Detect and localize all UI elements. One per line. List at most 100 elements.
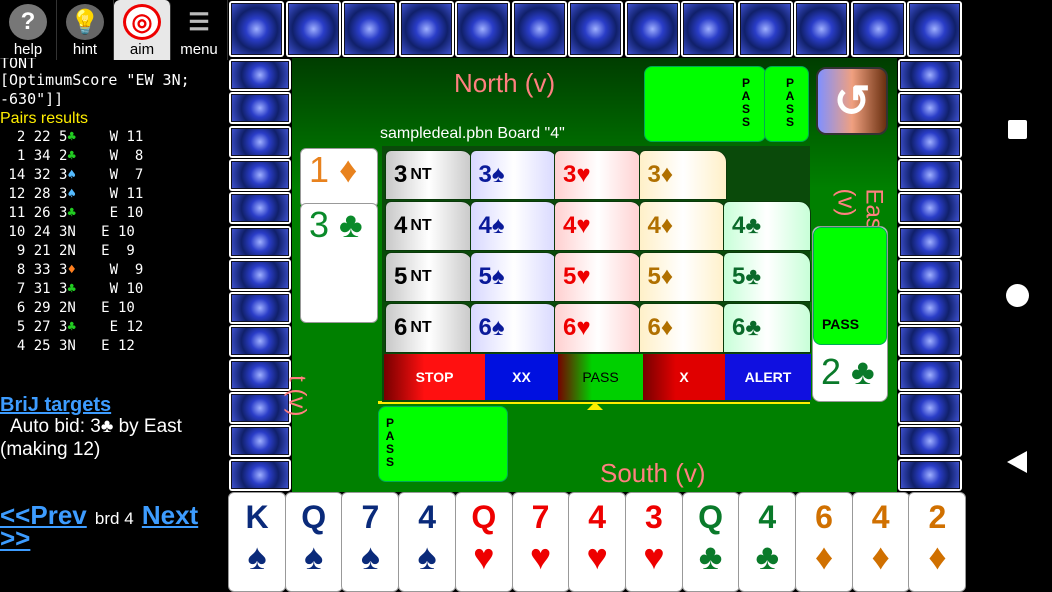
- strain-heart-icon: ♥: [576, 263, 591, 290]
- card-rank: 4: [588, 499, 607, 535]
- toolbar-help-button[interactable]: ?help: [0, 0, 57, 60]
- bid-5spade-button[interactable]: 5♠: [469, 252, 558, 302]
- strain-diamond-icon: ♦: [660, 314, 674, 341]
- hand-card[interactable]: Q♥: [454, 492, 513, 592]
- hand-card[interactable]: 6♦: [795, 492, 853, 592]
- hand-card[interactable]: Q♠: [284, 492, 343, 592]
- card-rank: Q: [698, 499, 724, 535]
- pairs-result-row: 5 27 3♣ E 12: [0, 318, 228, 337]
- bid-level: 5: [732, 263, 746, 290]
- bid-4club-button[interactable]: 4♣: [723, 201, 811, 251]
- bid-level: 5: [394, 263, 408, 290]
- bid-6diamond-button[interactable]: 6♦: [638, 303, 727, 353]
- pairs-result-row: 11 26 3♣ E 10: [0, 204, 228, 223]
- next-board-link[interactable]: Next: [141, 500, 199, 530]
- card-rank: 4: [758, 499, 777, 535]
- toolbar: ?help💡hint◎aim☰menu: [0, 0, 228, 60]
- toolbar-hint-button[interactable]: 💡hint: [57, 0, 114, 60]
- south-label[interactable]: South (v): [600, 458, 706, 488]
- strain-club-icon: ♣: [745, 212, 762, 239]
- hand-card[interactable]: K♠: [228, 492, 286, 592]
- recents-icon[interactable]: [1008, 120, 1027, 139]
- hand-card[interactable]: 4♣: [738, 492, 797, 592]
- result-declarer-tricks: W 9: [75, 262, 144, 278]
- result-pair: 7 31 3: [0, 281, 68, 297]
- undo-icon[interactable]: ↺: [816, 67, 888, 135]
- strain-spade-icon: ♠: [491, 161, 505, 188]
- toolbar-label: aim: [129, 41, 155, 58]
- west-card-back: [229, 192, 291, 225]
- bid-level: 3: [394, 161, 408, 188]
- hand-card[interactable]: 4♦: [851, 492, 910, 592]
- bid-pass-button[interactable]: PASS: [558, 354, 643, 400]
- west-played-card: 3 ♣: [300, 203, 378, 323]
- result-pair: 5 27 3: [0, 319, 68, 335]
- club-green-icon: ♣: [67, 205, 76, 221]
- west-card-back: [229, 225, 291, 258]
- bid-xx-button[interactable]: XX: [485, 354, 558, 400]
- west-card-back: [229, 358, 291, 391]
- hand-card[interactable]: 2♦: [908, 492, 967, 592]
- result-pair: 4 25 3N: [0, 338, 76, 354]
- toolbar-aim-button[interactable]: ◎aim: [114, 0, 171, 60]
- pairs-result-row: 6 29 2N E 10: [0, 299, 228, 318]
- west-card-back: [229, 425, 291, 458]
- north-card-back: [737, 1, 793, 57]
- toolbar-menu-button[interactable]: ☰menu: [171, 0, 228, 60]
- bid-3diamond-button[interactable]: 3♦: [638, 150, 727, 200]
- bid-level: 5: [563, 263, 577, 290]
- back-icon[interactable]: [1007, 451, 1027, 473]
- home-icon[interactable]: [1006, 284, 1029, 307]
- west-card-back: [229, 59, 291, 91]
- next-board-arrows[interactable]: >>: [0, 523, 31, 553]
- west-card-back: [229, 325, 291, 358]
- east-card-back: [898, 59, 962, 91]
- bid-6spade-button[interactable]: 6♠: [469, 303, 558, 353]
- bid-level: 4: [563, 212, 577, 239]
- hand-card[interactable]: 4♥: [568, 492, 627, 592]
- bid-stop-button[interactable]: STOP: [384, 354, 485, 400]
- bid-alert-button[interactable]: ALERT: [725, 354, 811, 400]
- hand-card[interactable]: 4♠: [398, 492, 457, 592]
- strain-spade-icon: ♠: [491, 212, 505, 239]
- result-pair: 6 29 2N: [0, 300, 76, 316]
- hand-card[interactable]: 7♠: [341, 492, 400, 592]
- target-icon: ◎: [123, 4, 161, 40]
- club-icon: ♣: [755, 536, 780, 577]
- strain-nt: NT: [410, 217, 432, 234]
- hand-card[interactable]: 3♥: [624, 492, 683, 592]
- bid-5heart-button[interactable]: 5♥: [554, 252, 642, 302]
- bid-6heart-button[interactable]: 6♥: [554, 303, 642, 353]
- bid-3spade-button[interactable]: 3♠: [469, 150, 558, 200]
- bid-level: 4: [478, 212, 492, 239]
- brij-targets-link[interactable]: BriJ targets: [0, 394, 112, 416]
- bid-4diamond-button[interactable]: 4♦: [638, 201, 727, 251]
- bid-4heart-button[interactable]: 4♥: [554, 201, 642, 251]
- turn-indicator-icon: [587, 402, 603, 410]
- optimum-score: [OptimumScore "EW 3N; -630"]]: [0, 71, 190, 108]
- bid-5diamond-button[interactable]: 5♦: [638, 252, 727, 302]
- hand-card[interactable]: 7♥: [511, 492, 570, 592]
- prev-board-link[interactable]: <<Prev: [0, 500, 87, 530]
- north-card-back: [285, 1, 341, 57]
- result-pair: 14 32 3: [0, 167, 68, 183]
- result-pair: 10 24 3N: [0, 224, 76, 240]
- bid-3heart-button[interactable]: 3♥: [554, 150, 642, 200]
- heart-icon: ♥: [473, 536, 495, 577]
- bid-4spade-button[interactable]: 4♠: [469, 201, 558, 251]
- result-declarer-tricks: W 7: [75, 167, 144, 183]
- android-nav-bar: [983, 0, 1052, 592]
- bid-level: 4: [394, 212, 408, 239]
- hand-card[interactable]: Q♣: [681, 492, 740, 592]
- bid-x-button[interactable]: X: [643, 354, 725, 400]
- north-card-back: [511, 1, 567, 57]
- pairs-result-row: 4 25 3N E 12: [0, 337, 228, 356]
- north-label[interactable]: North (v): [454, 68, 556, 98]
- bid-6club-button[interactable]: 6♣: [723, 303, 811, 353]
- club-green-icon: ♣: [67, 281, 76, 297]
- bid-5club-button[interactable]: 5♣: [723, 252, 811, 302]
